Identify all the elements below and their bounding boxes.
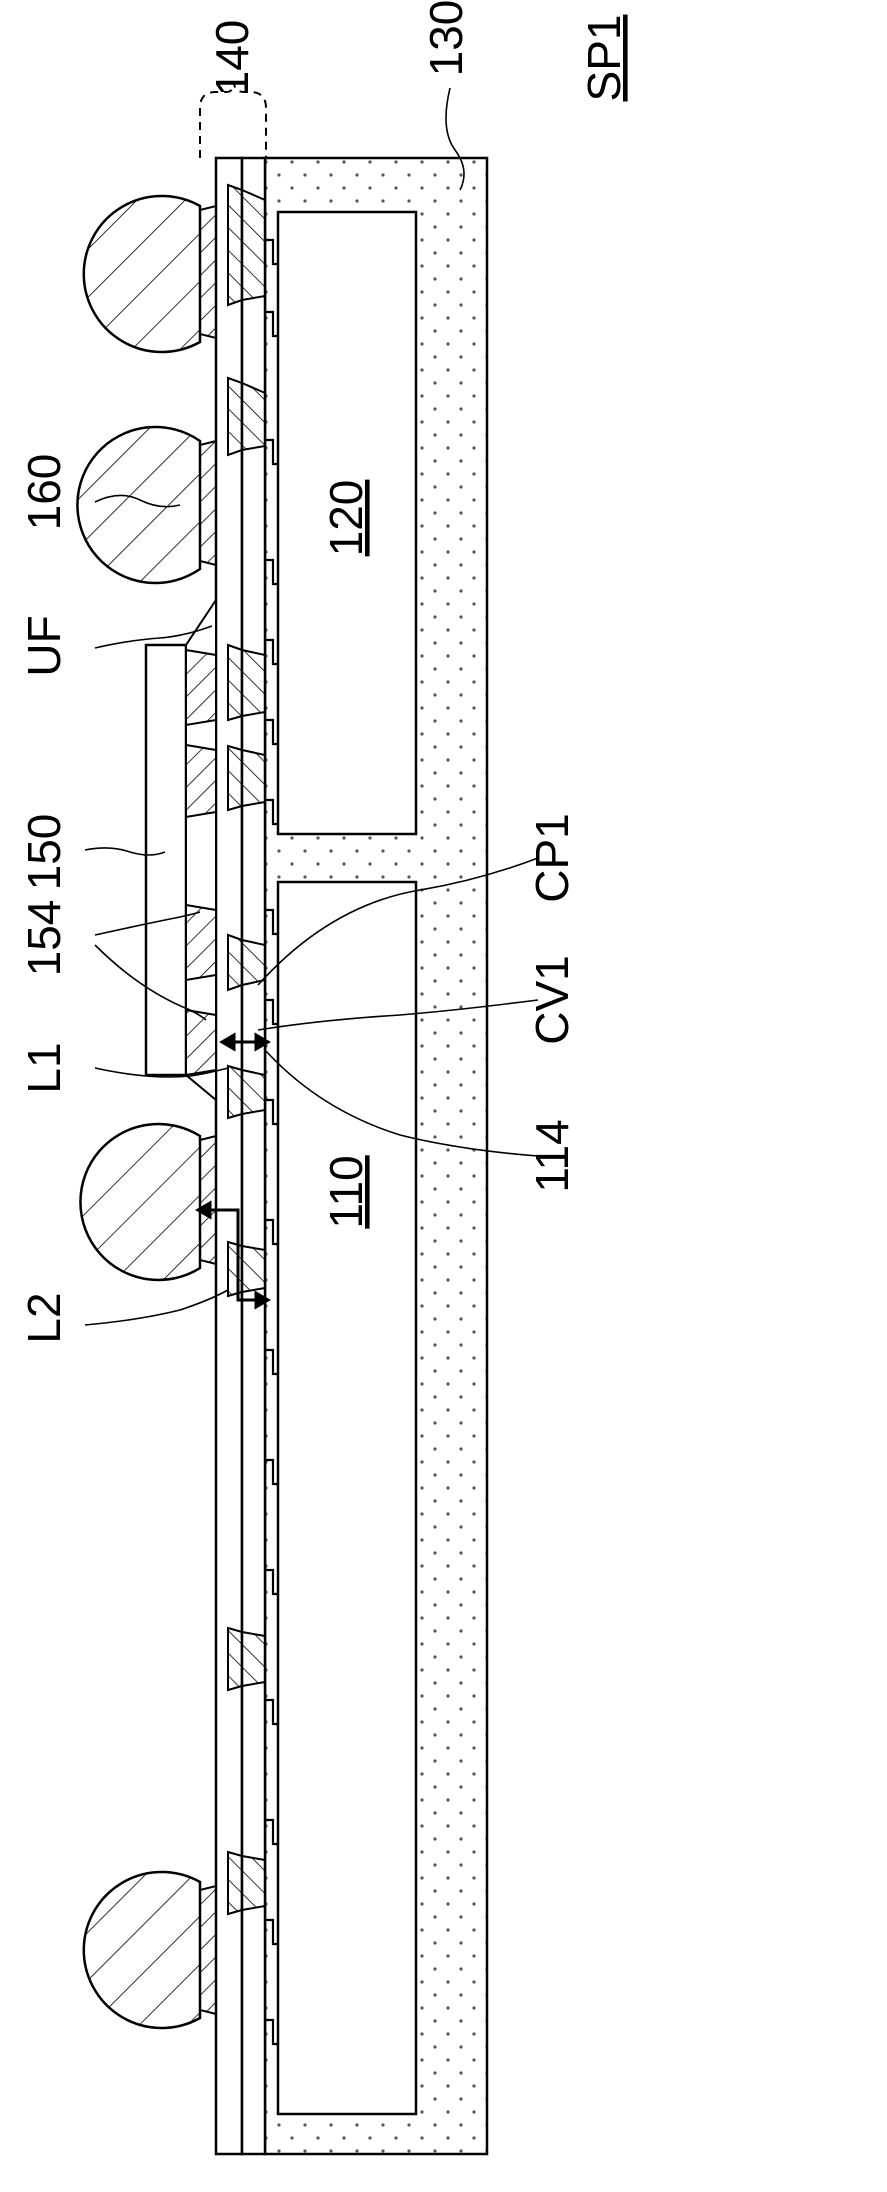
solder-balls-160 <box>76 194 202 2030</box>
under-bump-pads <box>199 204 217 2016</box>
label-154: 154 <box>18 900 70 977</box>
component-terminals-154-front <box>185 648 217 1077</box>
label-120: 120 <box>320 480 372 557</box>
solder-ball <box>82 1870 202 2030</box>
label-L2: L2 <box>18 1292 70 1343</box>
passive-component-150 <box>144 643 188 1077</box>
label-150: 150 <box>18 814 70 891</box>
redistribution-layer-inner <box>240 156 267 2156</box>
conductive-vias <box>227 183 266 1916</box>
solder-ball <box>82 194 202 354</box>
label-140: 140 <box>206 20 258 97</box>
label-UF: UF <box>18 615 70 676</box>
dimension-arrows <box>195 1032 271 1310</box>
distance-l2-arrow <box>204 1208 262 1302</box>
region-bracket-140 <box>199 81 267 158</box>
label-130: 130 <box>420 0 472 76</box>
label-L1: L1 <box>18 1042 70 1093</box>
solder-ball <box>76 425 202 585</box>
label-160: 160 <box>18 454 70 531</box>
solder-ball <box>79 1122 202 1282</box>
label-CV1: CV1 <box>526 955 578 1044</box>
label-CP1: CP1 <box>526 813 578 902</box>
redistribution-layer-outer <box>214 156 244 2156</box>
die-pad-steps <box>265 238 278 2046</box>
leader-lines <box>84 87 539 1326</box>
die-120 <box>276 210 418 836</box>
label-SP1: SP1 <box>578 15 630 102</box>
die-110 <box>276 880 418 2116</box>
label-110: 110 <box>320 1155 372 1228</box>
label-114: 114 <box>526 1119 578 1192</box>
